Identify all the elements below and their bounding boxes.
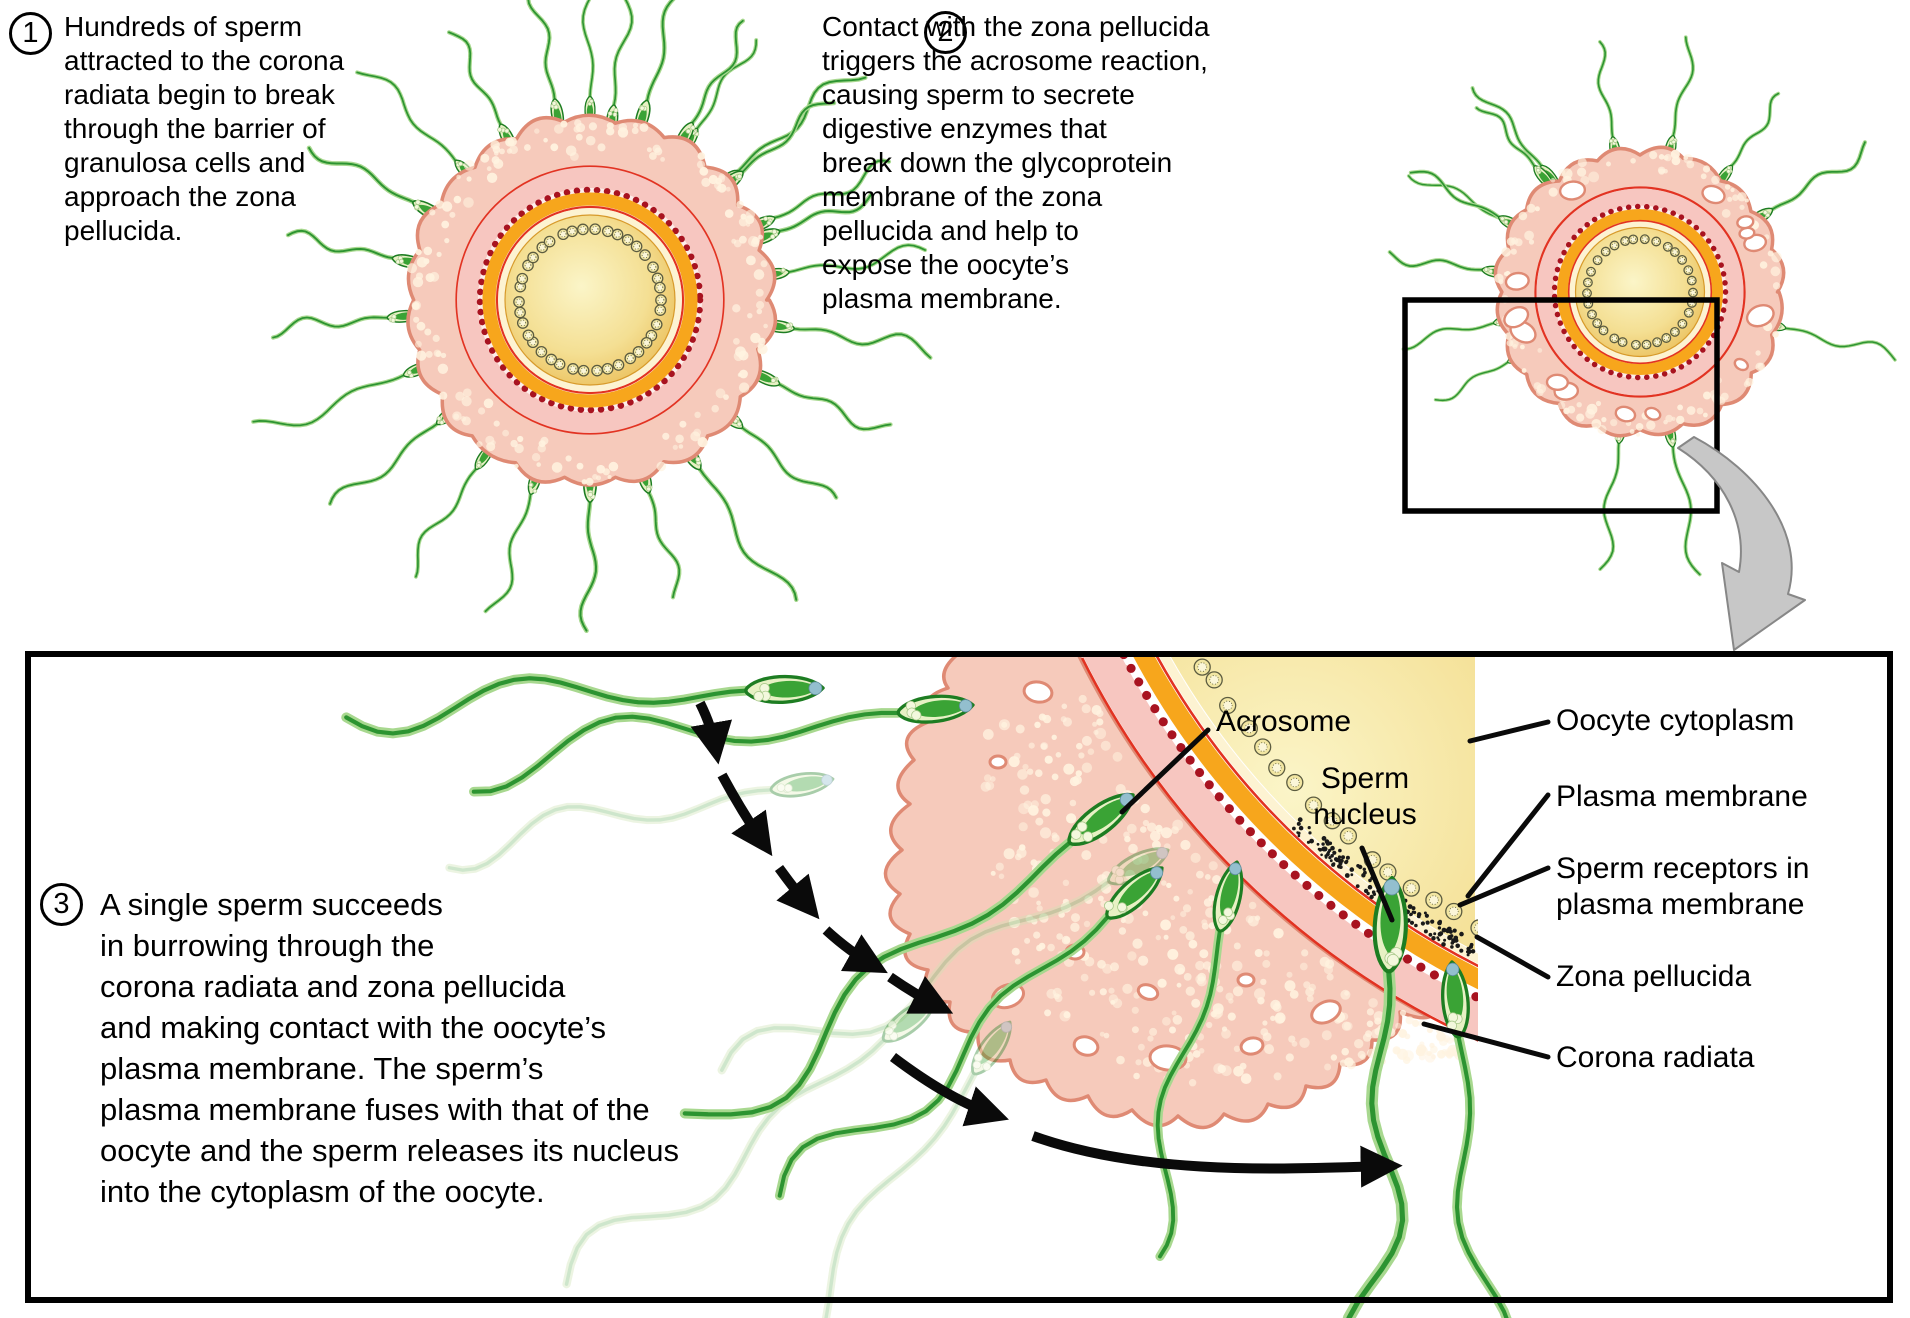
label-acrosome: Acrosome	[1216, 705, 1352, 738]
label-oocyte-cytoplasm: Oocyte cytoplasm	[1556, 704, 1795, 737]
inset-zoom-rectangle	[1402, 297, 1720, 514]
step-3-caption: A single sperm succeeds in burrowing thr…	[100, 887, 679, 1209]
inset-oocyte-scene	[883, 657, 1478, 1130]
step-2-badge: 2	[924, 11, 967, 54]
step-2-caption: Contact with the zona pellucida triggers…	[822, 11, 1210, 314]
label-leader-lines	[1119, 719, 1551, 1060]
sperm-path-arrows	[690, 700, 1403, 1188]
step-1-caption: Hundreds of sperm attracted to the coron…	[64, 11, 345, 246]
step-1-badge: 1	[9, 12, 52, 55]
label-zona-pellucida: Zona pellucida	[1556, 960, 1752, 993]
label-sperm-nucleus: Sperm nucleus	[1313, 762, 1417, 831]
zoom-arrow-icon	[1677, 436, 1806, 651]
label-corona-radiata: Corona radiata	[1556, 1041, 1755, 1074]
oocyte-1-illustration	[251, 0, 933, 634]
oocyte-2-illustration	[1387, 35, 1897, 577]
label-sperm-receptors: Sperm receptors in plasma membrane	[1556, 852, 1810, 921]
label-plasma-membrane: Plasma membrane	[1556, 780, 1808, 813]
step-3-badge: 3	[40, 883, 83, 926]
